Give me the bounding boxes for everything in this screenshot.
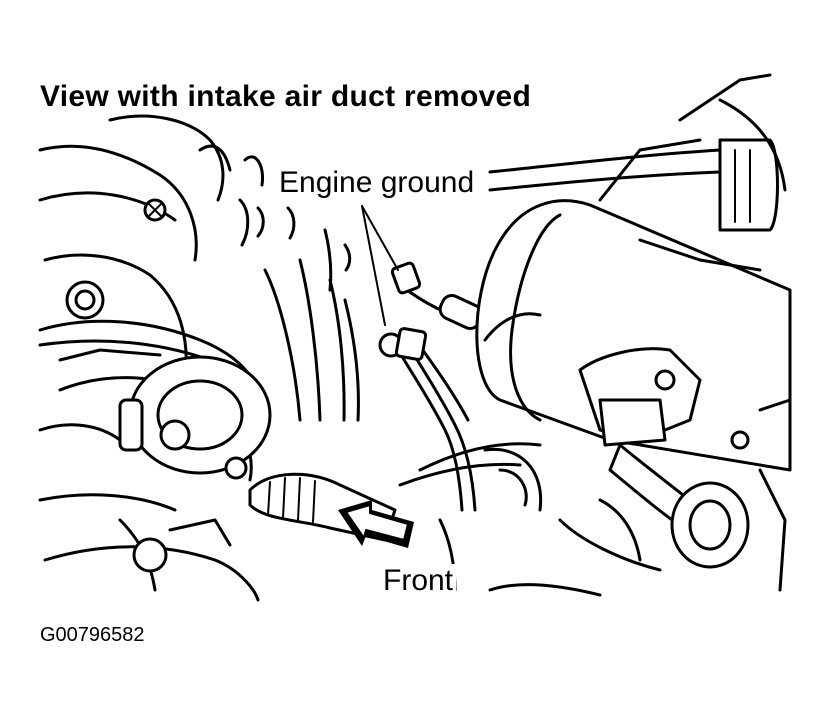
engine-ground-callout: Engine ground: [276, 166, 478, 200]
right-components: [475, 73, 792, 597]
front-callout: Front: [380, 564, 457, 598]
left-engine-components: [38, 114, 272, 602]
figure-title: View with intake air duct removed: [40, 80, 532, 113]
center-components: [238, 198, 543, 592]
figure-id: G00796582: [40, 624, 145, 646]
